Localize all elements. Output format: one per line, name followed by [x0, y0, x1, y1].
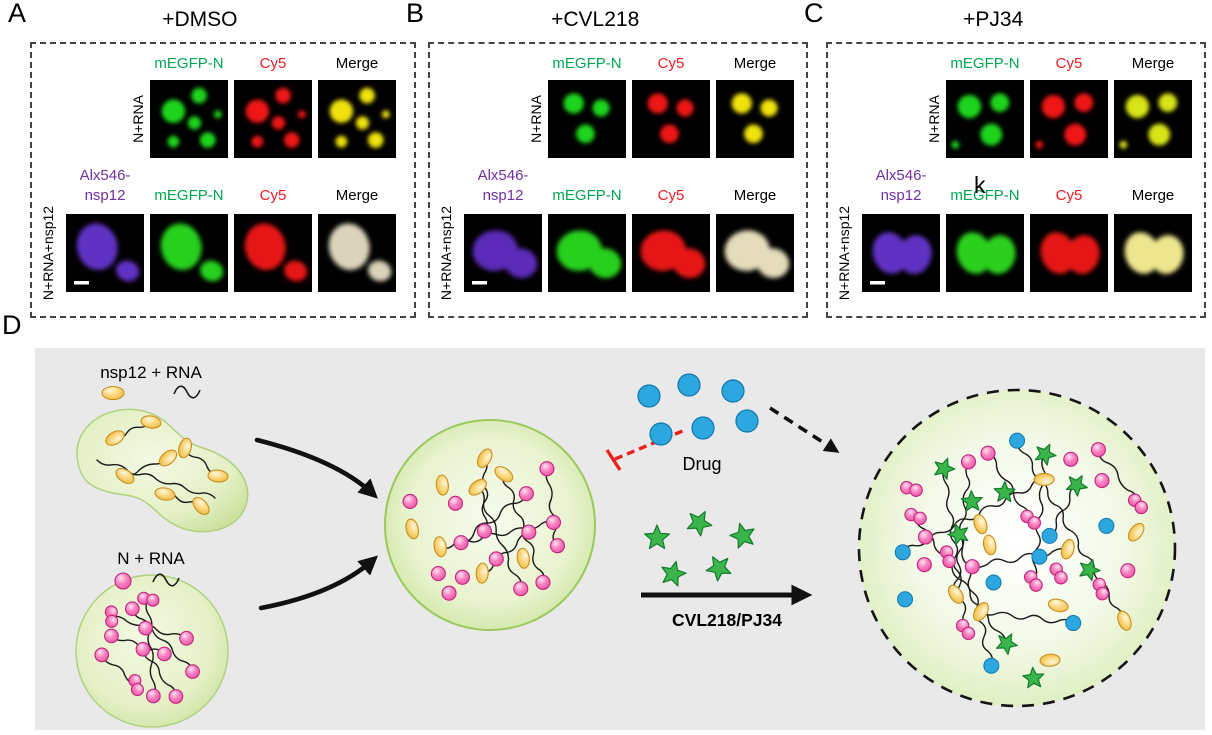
micrograph-nsp12-megfp [150, 214, 228, 292]
micrograph-nsp12-cy5 [234, 214, 312, 292]
micrograph-nsp12-megfp [548, 214, 626, 292]
panel-a-box: mEGFP-N Cy5 Merge N+RNA Alx546- nsp12 mE… [30, 42, 416, 318]
micrograph-n-rna-merge [1114, 80, 1192, 158]
channel-label-cy5: Cy5 [1055, 187, 1083, 204]
micrograph-nsp12-cy5 [1030, 214, 1108, 292]
drug-label: Drug [682, 454, 721, 474]
channel-label-megfp-n: mEGFP-N [552, 55, 622, 72]
n-rna-label: N + RNA [117, 549, 185, 568]
stray-text-k: k [974, 172, 986, 198]
channel-label-megfp-n: mEGFP-N [950, 55, 1020, 72]
row-label-n-rna-nsp12: N+RNA+nsp12 [836, 205, 852, 301]
panel-d-schematic: nsp12 + RNA N + RNA Drug CVL218/PJ34 [35, 348, 1205, 730]
micrograph-nsp12-megfp [946, 214, 1024, 292]
panel-letter-a: A [8, 0, 27, 28]
micrograph-n-rna-merge [716, 80, 794, 158]
channel-label-alx546-line2: nsp12 [482, 187, 524, 204]
star-drug-molecules [643, 511, 755, 587]
inhibition-symbol [605, 428, 686, 471]
combined-condensate-molecules [402, 448, 565, 601]
row-label-n-rna-nsp12: N+RNA+nsp12 [438, 205, 454, 301]
channel-label-alx546-line2: nsp12 [880, 187, 922, 204]
micrograph-n-rna-merge [318, 80, 396, 158]
n-condensate-molecules [94, 591, 200, 704]
cvl218-pj34-label: CVL218/PJ34 [672, 610, 782, 630]
channel-label-megfp-n: mEGFP-N [154, 55, 224, 72]
channel-label-cy5: Cy5 [657, 187, 685, 204]
panel-b-cvl218: B +CVL218 mEGFP-N Cy5 Merge N+RNA Alx546… [406, 0, 808, 318]
channel-label-merge: Merge [733, 187, 777, 204]
channel-label-merge: Merge [1131, 187, 1175, 204]
micrograph-nsp12-merge [1114, 214, 1192, 292]
drug-molecules [637, 373, 759, 446]
micrograph-n-rna-cy5 [632, 80, 710, 158]
channel-label-merge: Merge [733, 55, 777, 72]
panel-b-box: mEGFP-N Cy5 Merge N+RNA Alx546- nsp12 mE… [428, 42, 808, 318]
rna-squiggle-icon-bottom [152, 573, 180, 587]
merge-arrow-top [254, 437, 378, 499]
micrograph-n-rna-cy5 [1030, 80, 1108, 158]
channel-label-cy5: Cy5 [259, 55, 287, 72]
micrograph-n-rna-megfp [946, 80, 1024, 158]
panel-letter-b: B [406, 0, 425, 28]
panel-title-dmso: +DMSO [162, 8, 238, 31]
panel-c-box: mEGFP-N Cy5 Merge N+RNA Alx546- nsp12 mE… [826, 42, 1206, 318]
micrograph-nsp12-cy5 [632, 214, 710, 292]
panel-c-pj34: C +PJ34 mEGFP-N Cy5 Merge N+RNA Alx546- … [804, 0, 1206, 318]
nsp12-condensate-molecules [96, 415, 229, 516]
channel-label-alx546-line1: Alx546- [79, 167, 131, 184]
channel-label-megfp-n: mEGFP-N [552, 187, 622, 204]
channel-label-merge: Merge [335, 55, 379, 72]
n-protein-icon [114, 572, 132, 590]
enlarged-condensate-molecules [894, 432, 1148, 689]
channel-label-merge: Merge [335, 187, 379, 204]
panel-a-dmso: A +DMSO mEGFP-N Cy5 Merge N+RNA Alx546- … [8, 0, 416, 318]
row-label-n-rna: N+RNA [926, 95, 942, 143]
panel-letter-c: C [804, 0, 824, 28]
channel-label-merge: Merge [1131, 55, 1175, 72]
micrograph-n-rna-cy5 [234, 80, 312, 158]
channel-label-alx546-line2: nsp12 [84, 187, 126, 204]
row-label-n-rna-nsp12: N+RNA+nsp12 [40, 205, 56, 301]
micrograph-nsp12-alx546 [862, 214, 940, 292]
channel-label-megfp-n: mEGFP-N [154, 187, 224, 204]
channel-label-alx546-line1: Alx546- [875, 167, 927, 184]
rna-squiggle-icon-top [173, 385, 201, 399]
row-label-n-rna: N+RNA [528, 95, 544, 143]
channel-label-cy5: Cy5 [657, 55, 685, 72]
row-label-n-rna: N+RNA [130, 95, 146, 143]
panel-title-cvl218: +CVL218 [551, 8, 640, 31]
panel-letter-d: D [2, 310, 22, 340]
nsp12-icon [101, 385, 125, 401]
drug-effect-dashed-arrow [769, 406, 840, 453]
channel-label-cy5: Cy5 [259, 187, 287, 204]
micrograph-nsp12-merge [318, 214, 396, 292]
micrograph-nsp12-alx546 [464, 214, 542, 292]
schematic-svg: nsp12 + RNA N + RNA Drug CVL218/PJ34 [35, 348, 1205, 730]
channel-label-cy5: Cy5 [1055, 55, 1083, 72]
nsp12-rna-label: nsp12 + RNA [100, 363, 202, 382]
panel-title-pj34: +PJ34 [963, 8, 1024, 31]
merge-arrow-bottom [258, 555, 379, 611]
molecule-layer [94, 415, 1148, 704]
channel-label-alx546-line1: Alx546- [477, 167, 529, 184]
micrograph-n-rna-megfp [150, 80, 228, 158]
micrograph-nsp12-merge [716, 214, 794, 292]
micrograph-n-rna-megfp [548, 80, 626, 158]
channel-label-megfp-n: mEGFP-N [950, 187, 1020, 204]
micrograph-nsp12-alx546 [66, 214, 144, 292]
